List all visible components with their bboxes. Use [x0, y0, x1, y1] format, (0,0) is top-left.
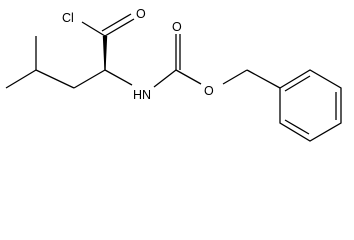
- bond-alpha-nitrogen: [104, 69, 133, 86]
- bond-benzylic-phenyl: [246, 69, 281, 89]
- bond-carbonyl-chlorine: [81, 21, 106, 37]
- carbamate-carbonyl-oxygen-label: O: [172, 20, 182, 34]
- bond-acyl-double-o-2: [101, 13, 132, 32]
- bond-isopropyl-ch2: [35, 69, 75, 89]
- bond-acyl-double-o-1: [104, 18, 135, 37]
- phenyl-inner-double-1: [284, 75, 311, 92]
- bond-carbamate-ester-oxygen: [175, 69, 202, 85]
- phenyl-inner-double-3: [284, 119, 310, 135]
- structure-canvas: Cl O O O HN: [5, 7, 342, 142]
- amine-nh-label: HN: [133, 88, 151, 102]
- bond-oxygen-benzylic: [222, 69, 248, 85]
- stereo-wedge-bond: [102, 36, 108, 70]
- phenyl-ring: [279, 69, 342, 142]
- acyl-oxygen-atom-label: O: [136, 7, 146, 21]
- bond-ch2-alpha: [73, 69, 106, 89]
- bond-nitrogen-carbamate: [153, 69, 177, 88]
- chlorine-atom-label: Cl: [62, 11, 74, 25]
- molecule-structure-diagram: Cl O O O HN: [5, 7, 342, 142]
- bond-methyl-left: [5, 69, 37, 89]
- ester-oxygen-atom-label: O: [204, 84, 214, 98]
